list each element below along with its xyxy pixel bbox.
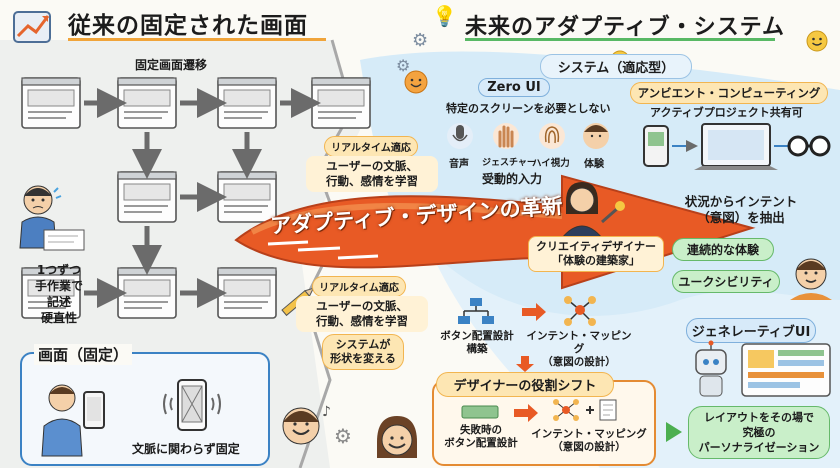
intent-line-1: 状況からインテント [684, 194, 798, 209]
realtime-top-title: リアルタイム適応 [324, 136, 418, 157]
mapping-top-right-line-1: インテント・マッピング [526, 330, 632, 355]
layout-line-3: パーソナライゼーション [698, 441, 820, 454]
gear-icon: ⚙ [396, 56, 411, 75]
fixed-phone-icon [162, 378, 222, 432]
manual-work-label: 1つずつ 手作業で 記述 硬直性 [30, 262, 88, 326]
left-title-underline [68, 38, 326, 41]
right-title: 未来のアダプティブ・システム [465, 15, 786, 40]
designer-label: クリエイティデザイナー 「体験の建築家」 [528, 236, 664, 272]
ubiquity-pill: ユークシビリティ [672, 270, 780, 293]
realtime-bottom-line-2: 行動、感情を学習 [316, 314, 408, 328]
input-voice-label: 音声 [449, 159, 469, 170]
mapping-top-left-line-2: 構築 [466, 343, 488, 355]
mapping-top-arrow [522, 303, 546, 321]
layout-personalization-pill: レイアウトをその場で 究極の パーソナライゼーション [688, 406, 830, 459]
ambient-computing-title: アンビエント・コンピューティング [630, 82, 828, 104]
creative-designer-illustration [556, 180, 626, 239]
intent-line-2: （意図）を抽出 [697, 210, 785, 225]
shape-change-line-2: 形状を変える [330, 352, 396, 365]
person-phone-illustration [38, 378, 118, 457]
gear-icon: ⚙ [412, 30, 429, 51]
fixed-screen-transition-label: 固定画面遷移 [135, 58, 208, 72]
failure-button-icon [460, 402, 500, 422]
realtime-top-line-1: ユーザーの文脈、 [326, 159, 418, 173]
devices-illustration [640, 120, 831, 180]
realtime-top-desc: ユーザーの文脈、 行動、感情を学習 [306, 156, 438, 192]
manual-line-3: 記述 [46, 295, 71, 309]
role-shift-right-line-1: インテント・マッピング [531, 428, 647, 440]
smiley-icon [806, 30, 828, 52]
designer-line-1: クリエイティデザイナー [536, 240, 656, 253]
manual-line-1: 1つずつ [36, 263, 82, 277]
green-arrow [666, 422, 682, 442]
role-shift-left-line-1: 失敗時の [460, 424, 502, 436]
left-title: 従来の固定された画面 [68, 13, 308, 39]
smiley-icon [404, 70, 428, 94]
mapping-top-right-line-2: （意図の設計） [542, 356, 616, 368]
smiling-woman-avatar [372, 412, 422, 462]
zero-ui-title: Zero UI [478, 78, 550, 97]
gear-icon: ⚙ [334, 424, 352, 448]
role-shift-right-line-2: （意図の設計） [552, 441, 626, 453]
button-layout-icon [456, 296, 496, 328]
speed-lines [267, 240, 379, 260]
realtime-bottom-line-1: ユーザーの文脈、 [316, 299, 408, 313]
robot-illustration [686, 340, 836, 400]
manual-line-4: 硬直性 [40, 311, 77, 325]
passive-input-label: 受動的入力 [482, 172, 543, 186]
realtime-bottom-desc: ユーザーの文脈、 行動、感情を学習 [296, 296, 428, 332]
layout-line-1: レイアウトをその場で [704, 411, 814, 424]
stressed-worker-illustration [8, 178, 88, 258]
wireframe-flow [21, 77, 371, 319]
zero-ui-input-icons [446, 118, 626, 158]
input-gesture-label: ジェスチャー [482, 158, 536, 168]
role-shift-left-label: 失敗時の ボタン配置設計 [436, 424, 526, 450]
input-vision-label: ハイ視力 [532, 158, 570, 169]
shape-change-pill: システムが 形状を変える [322, 334, 404, 370]
realtime-bottom-title: リアルタイム適応 [312, 276, 406, 297]
down-arrow [516, 356, 534, 372]
input-experience-label: 体験 [584, 159, 604, 170]
continuous-experience-pill: 連続的な体験 [672, 238, 774, 261]
smiling-man-avatar [276, 400, 326, 450]
designer-line-2: 「体験の建築家」 [552, 254, 640, 267]
right-title-underline [465, 38, 775, 41]
system-adaptive-label: システム（適応型） [540, 54, 692, 79]
music-note-icon: ♪ [322, 404, 331, 420]
mapping-top-left-label: ボタン配置設計 構築 [432, 330, 522, 356]
intent-extraction-label: 状況からインテント （意図）を抽出 [666, 194, 816, 226]
thinking-man-avatar [786, 252, 836, 300]
manual-line-2: 手作業で [34, 279, 83, 293]
mapping-top-left-line-1: ボタン配置設計 [440, 330, 514, 342]
layout-line-2: 究極の [742, 426, 776, 439]
lightbulb-icon: 💡 [432, 4, 457, 28]
fixed-screen-title: 画面（固定） [34, 344, 133, 365]
zero-ui-desc: 特定のスクリーンを必要としない [446, 102, 611, 115]
intent-network-icon [550, 396, 620, 424]
fixed-regardless-caption: 文脈に関わらず固定 [132, 442, 240, 456]
role-shift-arrow [514, 404, 538, 422]
ambient-computing-desc: アクティブプロジェクト共有可 [650, 106, 803, 119]
role-shift-left-line-2: ボタン配置設計 [444, 437, 518, 449]
realtime-top-line-2: 行動、感情を学習 [326, 174, 418, 188]
chart-up-icon [12, 6, 56, 50]
mapping-top-right-label: インテント・マッピング （意図の設計） [524, 330, 634, 369]
intent-network-icon [560, 292, 600, 330]
role-shift-title: デザイナーの役割シフト [436, 372, 614, 397]
shape-change-line-1: システムが [335, 338, 391, 351]
role-shift-right-label: インテント・マッピング （意図の設計） [528, 428, 650, 454]
generative-ui-pill: ジェネレーティブUI [686, 318, 816, 343]
